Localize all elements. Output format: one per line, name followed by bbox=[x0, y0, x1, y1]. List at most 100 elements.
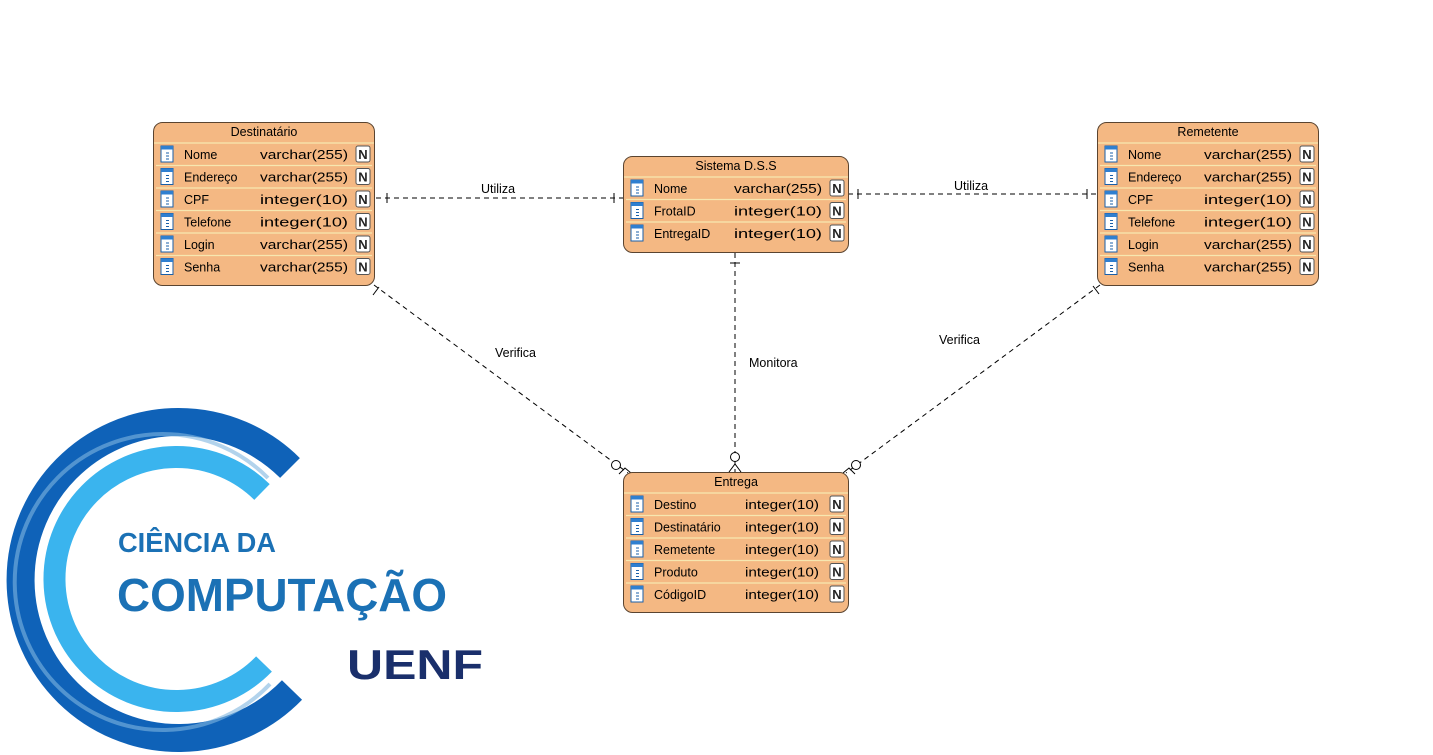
column-icon bbox=[1104, 213, 1118, 230]
nullable-flag-letter: N bbox=[832, 542, 841, 557]
logo-outer-ring-shadow bbox=[12, 432, 272, 733]
nullable-flag-letter: N bbox=[832, 587, 841, 602]
rel-label-dest-sistema: Utiliza bbox=[481, 182, 515, 196]
nullable-flag-letter: N bbox=[1302, 215, 1311, 230]
attribute-name: Login bbox=[1128, 238, 1159, 252]
nullable-flag-letter: N bbox=[832, 565, 841, 580]
nullable-flag-letter: N bbox=[358, 147, 367, 162]
attribute-type: varchar(255) bbox=[260, 261, 348, 275]
attribute-name: CPF bbox=[1128, 193, 1153, 207]
column-icon bbox=[1104, 168, 1118, 185]
attribute-type: integer(10) bbox=[745, 566, 819, 580]
nullable-flag-letter: N bbox=[832, 226, 841, 241]
nullable-flag-letter: N bbox=[832, 520, 841, 535]
column-icon bbox=[1104, 190, 1118, 208]
cardinality-many-mark bbox=[842, 467, 856, 475]
attribute-name: Destino bbox=[654, 498, 696, 512]
attribute-name: Nome bbox=[184, 148, 217, 162]
attribute-type: varchar(255) bbox=[1204, 261, 1292, 275]
attribute-type: integer(10) bbox=[745, 498, 819, 512]
cardinality-one-mark bbox=[372, 286, 380, 296]
attribute-name: Endereço bbox=[184, 171, 238, 185]
nullable-flag-icon: N bbox=[1299, 190, 1315, 208]
column-icon bbox=[160, 168, 174, 185]
column-icon bbox=[160, 190, 174, 208]
attribute-type: integer(10) bbox=[1204, 216, 1292, 230]
column-icon bbox=[630, 179, 644, 197]
attribute-type: integer(10) bbox=[745, 588, 819, 602]
column-icon bbox=[1104, 235, 1118, 253]
column-icon bbox=[1104, 258, 1118, 275]
entity-title: Entrega bbox=[714, 475, 758, 489]
rel-label-sistema-entrega: Monitora bbox=[749, 356, 798, 370]
nullable-flag-letter: N bbox=[358, 215, 367, 230]
attribute-type: varchar(255) bbox=[1204, 238, 1292, 252]
nullable-flag-icon: N bbox=[829, 518, 845, 535]
attribute-name: Nome bbox=[654, 182, 687, 196]
entity-attribute-row[interactable]: Login varchar(255) N bbox=[1100, 232, 1316, 253]
attribute-type: integer(10) bbox=[745, 521, 819, 535]
connector-dest-entrega[interactable] bbox=[373, 284, 629, 474]
nullable-flag-icon: N bbox=[829, 563, 845, 580]
rel-label-rem-entrega: Verifica bbox=[939, 333, 980, 347]
logo-line3: UENF bbox=[347, 641, 483, 688]
nullable-flag-letter: N bbox=[358, 170, 367, 185]
entity-box bbox=[153, 122, 375, 286]
attribute-type: varchar(255) bbox=[1204, 148, 1292, 162]
entity-title: Sistema D.S.S bbox=[695, 159, 776, 173]
nullable-flag-letter: N bbox=[1302, 237, 1311, 252]
entity-box bbox=[623, 472, 849, 613]
nullable-flag-letter: N bbox=[358, 237, 367, 252]
relationship-connectors bbox=[372, 189, 1101, 475]
nullable-flag-icon: N bbox=[829, 585, 845, 603]
entity-attribute-row[interactable]: Produto integer(10) N bbox=[626, 559, 846, 580]
entity-box bbox=[1097, 122, 1319, 286]
cardinality-zero-mark bbox=[851, 460, 861, 470]
column-icon bbox=[630, 585, 644, 603]
attribute-type: integer(10) bbox=[734, 227, 822, 241]
entity-attribute-row[interactable]: Destino integer(10) N bbox=[630, 495, 845, 513]
nullable-flag-icon: N bbox=[1299, 213, 1315, 230]
column-icon bbox=[630, 202, 644, 219]
column-icon bbox=[630, 495, 644, 513]
attribute-type: integer(10) bbox=[260, 216, 348, 230]
nullable-flag-letter: N bbox=[832, 181, 841, 196]
logo-line1: CIÊNCIA DA bbox=[118, 527, 276, 558]
attribute-type: integer(10) bbox=[734, 205, 822, 219]
cardinality-many-mark bbox=[728, 463, 742, 473]
nullable-flag-icon: N bbox=[355, 168, 371, 185]
nullable-flag-letter: N bbox=[832, 497, 841, 512]
entity-title: Remetente bbox=[1177, 125, 1238, 139]
cardinality-many-mark bbox=[618, 467, 632, 475]
connector-rem-entrega[interactable] bbox=[845, 284, 1101, 474]
nullable-flag-icon: N bbox=[829, 224, 845, 242]
rel-label-dest-entrega: Verifica bbox=[495, 346, 536, 360]
entity-title: Destinatário bbox=[231, 125, 298, 139]
logo-inner-ring bbox=[43, 446, 272, 712]
attribute-name: Produto bbox=[654, 566, 698, 580]
nullable-flag-letter: N bbox=[358, 192, 367, 207]
relationship-labels: Utiliza Utiliza Verifica Verifica Monito… bbox=[481, 179, 988, 370]
